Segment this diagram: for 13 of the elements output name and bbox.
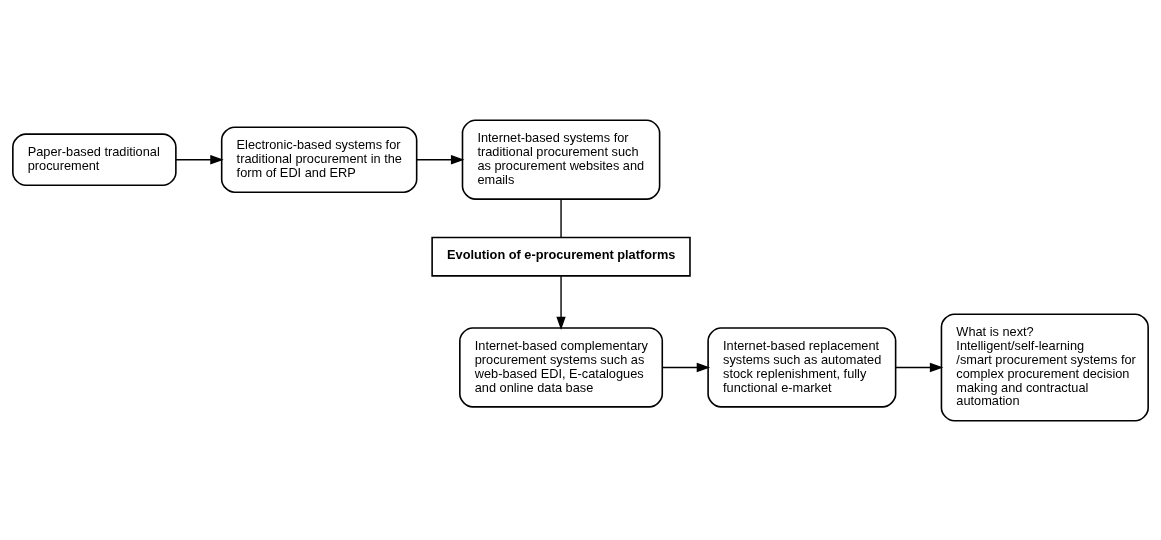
node-box: Internet-based systems for traditional procurement such as procurement websites and emails <box>461 118 661 200</box>
arrow <box>895 362 944 372</box>
node-box: Evolution of e-procurement platforms <box>431 236 691 277</box>
node-box: What is next? Intelligent/self-learning /smart procurement systems for complex procurement decision making and contractual automation <box>940 312 1149 422</box>
node-box: Paper-based traditional procurement <box>12 132 177 186</box>
node-box: Internet-based complementary procurement systems such as web-based EDI, E-catalogues and online data base <box>459 326 664 408</box>
connector <box>560 198 562 238</box>
arrow <box>175 154 224 164</box>
arrow <box>556 274 566 330</box>
node-box: Electronic-based systems for traditional procurement in the form of EDI and ERP <box>220 125 418 193</box>
node-box: Internet-based replacement systems such as automated stock replenishment, fully functional e-market <box>707 326 897 408</box>
arrow <box>416 154 465 164</box>
arrow <box>661 362 711 372</box>
